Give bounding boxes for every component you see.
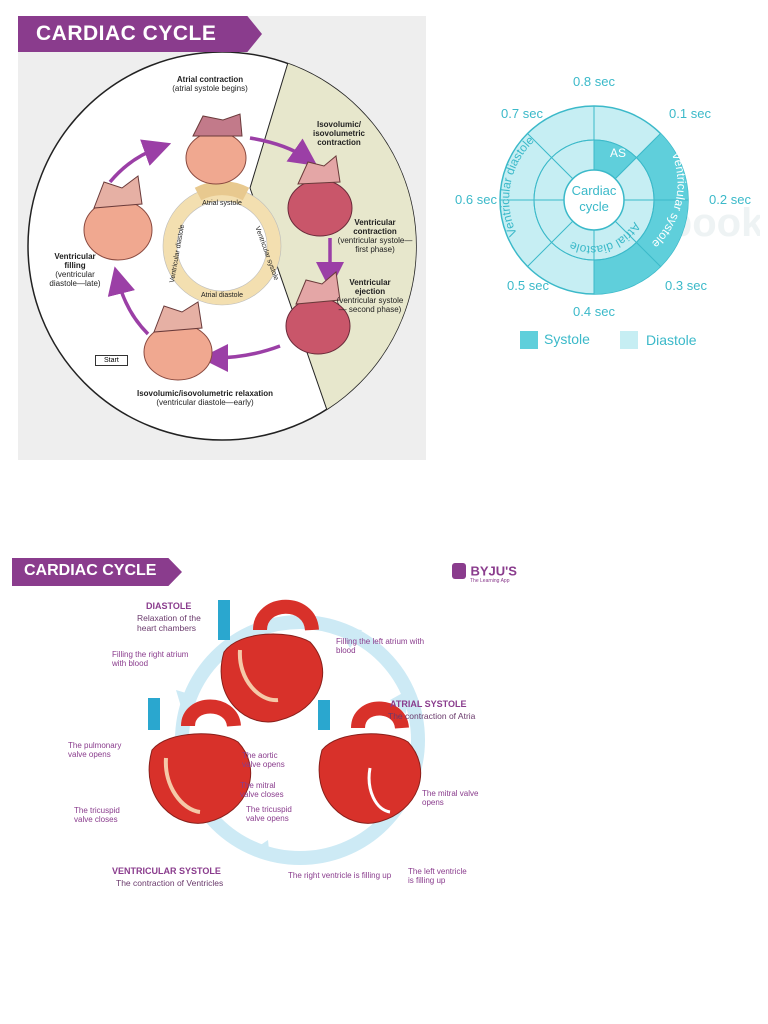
time-label-0-4: 0.4 sec <box>573 304 615 319</box>
center-label-line1: Cardiac <box>572 183 617 198</box>
time-label-0-2: 0.2 sec <box>709 192 751 207</box>
isovolumic-relaxation-label: Isovolumic/isovolumetric relaxation(vent… <box>136 389 274 407</box>
cardiac-cycle-timing-chart: testbook Cardiac cycle AS Ventricular sy… <box>455 74 760 319</box>
byjus-brand-name: BYJU'S <box>470 563 517 579</box>
heart-cycle-illustration <box>148 599 425 865</box>
cardiac-cycle-circle-diagram: Atrial systole Atrial diastole Ventricul… <box>27 51 417 441</box>
legend-diastole-swatch <box>620 331 638 349</box>
cycle-arrow <box>200 343 281 372</box>
note-mitral-opens: The mitral valve opens <box>422 789 479 807</box>
note-tricuspid-opens: The tricuspid valve opens <box>246 805 292 823</box>
ventricular-systole-heading: VENTRICULAR SYSTOLE <box>112 866 221 876</box>
note-pulmonary-valve: The pulmonary valve opens <box>68 741 122 759</box>
diastole-heading: DIASTOLE <box>146 601 192 611</box>
cardiac-cycle-title-banner: CARDIAC CYCLE <box>18 16 262 52</box>
as-label: AS <box>610 146 626 160</box>
time-label-0-6: 0.6 sec <box>455 192 497 207</box>
cycle-arrow <box>107 266 150 336</box>
atrial-systole-ring-label: Atrial systole <box>202 200 242 207</box>
atrial-contraction-label: Atrial contraction(atrial systole begins… <box>172 75 248 93</box>
note-left-ventricle: The left ventricle is filling up <box>408 867 467 885</box>
legend-systole-swatch <box>520 331 538 349</box>
byjus-logo-icon <box>452 562 466 579</box>
cardiac-cycle-title-banner-2: CARDIAC CYCLE <box>12 558 182 586</box>
heart-atrial-contraction <box>185 113 247 185</box>
heart-isovolumic-relaxation <box>143 301 213 381</box>
heart-ventricular-filling <box>83 175 153 261</box>
time-label-0-7: 0.7 sec <box>501 106 543 121</box>
ventricular-filling-label: Ventricular filling(ventricular diastole… <box>49 252 101 288</box>
time-label-0-3: 0.3 sec <box>665 278 707 293</box>
note-tricuspid-closes: The tricuspid valve closes <box>74 806 120 824</box>
byjus-logo: BYJU'S The Learning App <box>452 562 517 584</box>
cardiac-cycle-title-2: CARDIAC CYCLE <box>24 562 157 579</box>
note-right-ventricle: The right ventricle is filling up <box>288 871 392 880</box>
time-label-0-5: 0.5 sec <box>507 278 549 293</box>
cycle-arrow <box>108 139 172 184</box>
atrial-systole-arc <box>194 181 250 201</box>
heart-isovolumic-contraction <box>287 155 353 237</box>
cycle-arrow <box>249 136 318 167</box>
cardiac-cycle-title: CARDIAC CYCLE <box>36 22 217 45</box>
ventricular-systole-subtitle: The contraction of Ventricles <box>116 878 224 888</box>
ventricular-contraction-label: Ventricular contraction(ventricular syst… <box>337 218 413 254</box>
heart-diastole <box>218 599 324 723</box>
center-label-line2: cycle <box>579 199 609 214</box>
center-circle <box>563 169 625 231</box>
note-filling-left-atrium: Filling the left atrium with blood <box>336 637 425 655</box>
note-filling-right-atrium: Filling the right atrium with blood <box>112 650 189 668</box>
heart-ventricular-systole <box>148 698 252 824</box>
start-marker: Start <box>95 355 128 366</box>
time-label-0-1: 0.1 sec <box>669 106 711 121</box>
heart-atrial-systole <box>318 700 422 824</box>
legend-diastole-label: Diastole <box>646 332 697 348</box>
heart-ventricular-ejection <box>285 271 351 355</box>
byjus-tagline: The Learning App <box>470 578 510 584</box>
time-label-0-8: 0.8 sec <box>573 74 615 89</box>
note-aortic-valve: The aortic valve opens <box>242 751 285 769</box>
diastole-subtitle: Relaxation of the heart chambers <box>137 613 201 633</box>
atrial-systole-subtitle: The contraction of Atria <box>388 711 476 721</box>
ventricular-ejection-label: Ventricular ejection(ventricular systole… <box>336 278 404 314</box>
atrial-systole-heading: ATRIAL SYSTOLE <box>390 699 467 709</box>
isovolumic-contraction-label: Isovolumic/ isovolumetric contraction <box>312 120 365 147</box>
note-mitral-closes: The mitral valve closes <box>240 781 284 799</box>
legend-systole-label: Systole <box>544 331 590 347</box>
atrial-diastole-ring-label: Atrial diastole <box>201 292 243 299</box>
